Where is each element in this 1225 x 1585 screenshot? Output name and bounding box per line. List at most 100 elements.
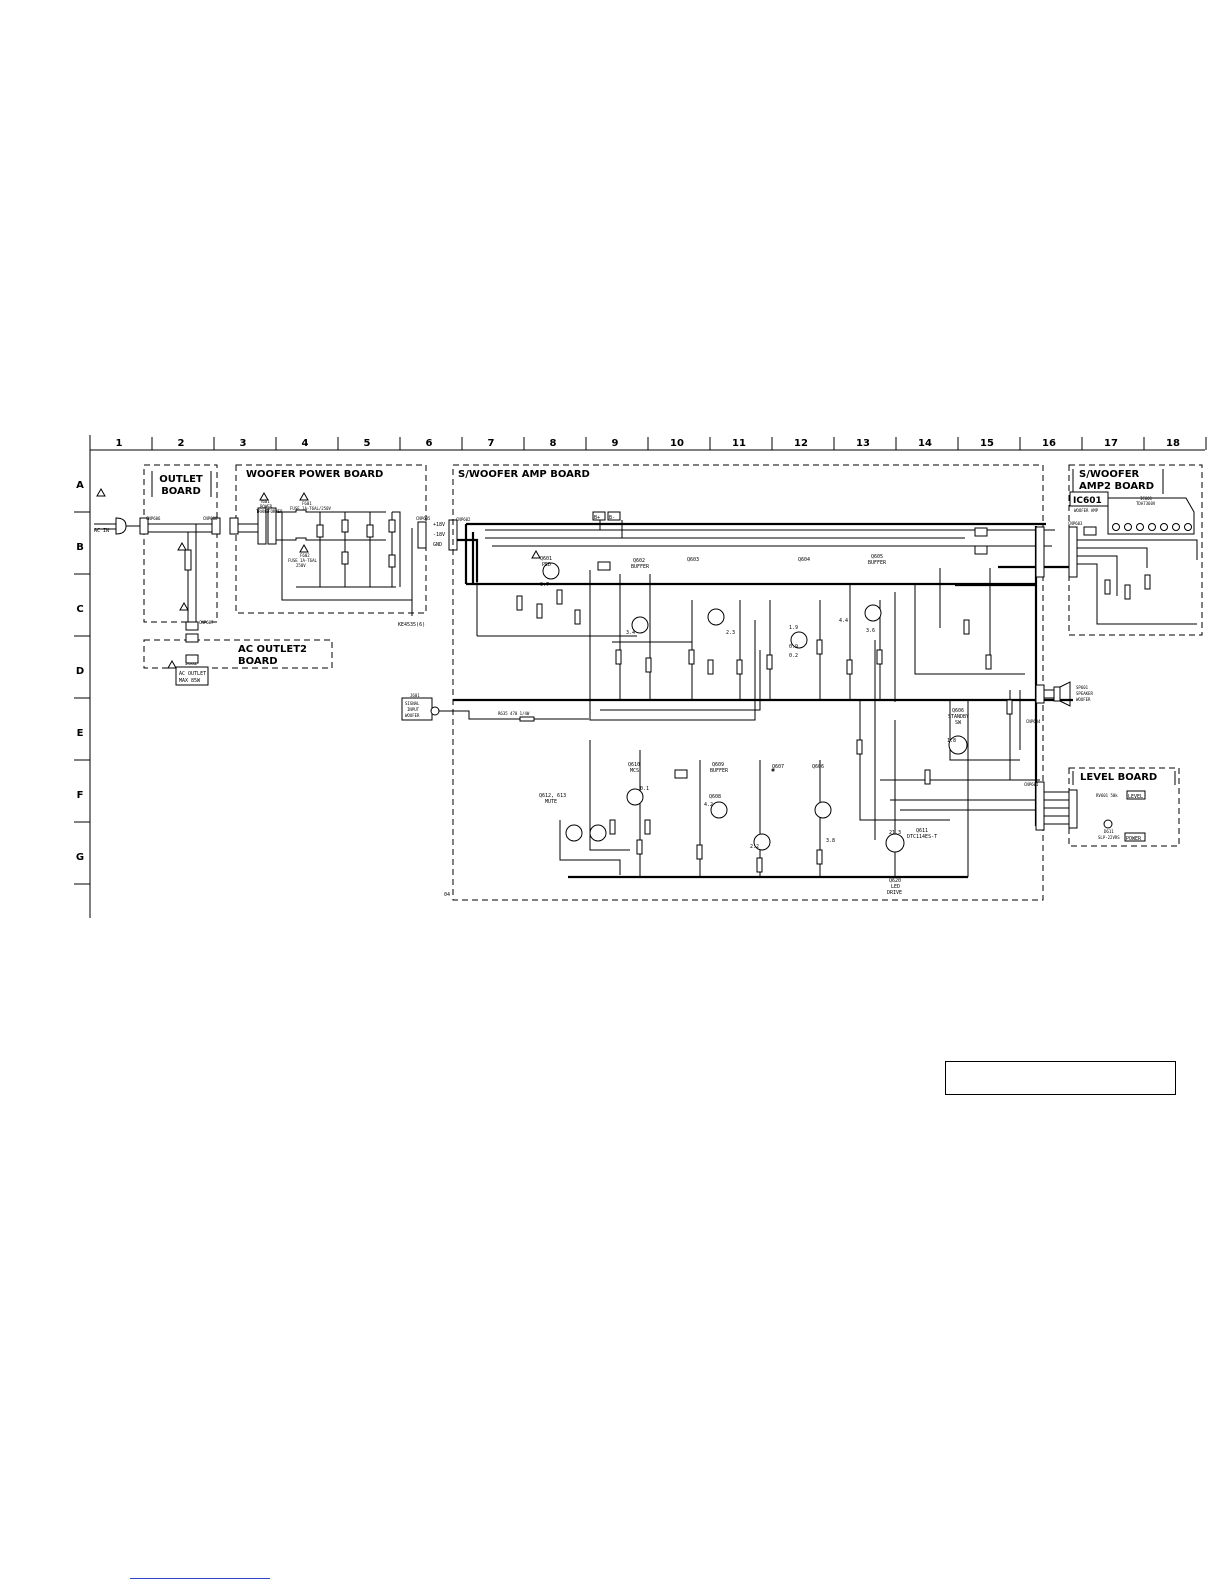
voltage-labels: 9.7 3.4 2.3 1.9 0.9 0.2 4.4 3.6 1.8 0.1 … [540,582,956,850]
transistor-q602: Q602 BUFFER [631,558,650,634]
woofer-power-board-title: WOOFER POWER BOARD [246,469,383,480]
grid-frame [74,435,1207,918]
bus-tag: B+ [594,515,600,521]
q620-label: LED [891,884,900,890]
transistor-q609: Q609 BUFFER [710,762,729,819]
fuse-f601-label: F601 [302,501,312,506]
col-label: 9 [612,438,619,449]
q606-standby-label: SW [955,720,962,726]
cnp608-label: CNP608 [203,516,218,521]
q620-label: DRIVE [887,890,902,896]
q610-label: Q610 [628,762,640,768]
sp601-label: WOOFER [1076,697,1091,702]
amp2-board-title: S/WOOFER [1079,469,1140,480]
q608-label: Q608 [709,794,721,800]
q605-label: BUFFER [868,560,887,566]
ic601-pin [1172,523,1180,531]
voltage-label: 3.8 [826,838,835,844]
ac-outlet-label: AC OUTLET [179,671,206,677]
ac-outlet2-board: AC OUTLET2 BOARD AC OUTLET MAX 85W J602 … [143,620,333,686]
row-label: F [77,790,84,801]
outlet-board: OUTLET BOARD [143,464,218,623]
transistor-q612: Q612, 613 MUTE [539,793,607,842]
warning-icon [299,491,309,501]
col-label: 8 [550,438,557,449]
ac-input: AC IN CNP606 CNP608 [94,516,221,664]
amp2-board: S/WOOFER AMP2 BOARD IC601 WOOFER AMP IC6… [1035,464,1203,636]
q609-label: BUFFER [710,768,729,774]
col-label: 15 [980,438,994,449]
transistor-q620: Q620 LED DRIVE [885,833,905,896]
col-label: 13 [856,438,870,449]
fuse-f602-label: FUSE 1A-T6AL [288,558,317,563]
outlet-board-title: OUTLET [159,474,203,485]
col-label: 1 [116,438,123,449]
level-board: LEVEL BOARD CNP601 RV601 50k LEVEL D611 … [1024,767,1180,847]
q602-label: Q602 [633,558,645,564]
transistor-q605: Q605 BUFFER [864,554,887,622]
q610-label: MCS [630,768,639,774]
q604-label: Q604 [798,557,810,563]
col-label: 5 [364,438,371,449]
transistor-q606-standby: Q606 STANDBY SW [948,708,969,755]
col-label: 17 [1104,438,1118,449]
woofer-power-board: WOOFER POWER BOARD T601 POWER TRANSFORME… [229,464,431,628]
j601-label: J601 [410,693,420,698]
warning-icon [531,549,541,559]
col-label: 6 [426,438,433,449]
q620-label: Q620 [889,878,901,884]
transistor-q608: Q608 [709,794,771,851]
ac-outlet2-board-title: AC OUTLET2 [238,644,307,655]
level-tag: LEVEL [1128,794,1143,800]
d611-label: SLP-22VRS [1098,835,1120,840]
voltage-label: 4.2 [704,802,713,808]
voltage-label: 2.2 [750,844,759,850]
row-label: A [76,480,84,491]
ke-note: KE4535(6) [398,622,425,628]
voltage-label: 0.9 [789,644,798,650]
ic601-pin [1124,523,1132,531]
col-label: 14 [918,438,932,449]
q606-standby-label: Q606 [952,708,964,714]
cnp607-label: CNP607 [199,620,214,625]
transformer-label: POWER [260,504,273,509]
q611-label: DTC114ES-T [907,834,937,840]
q603-label: Q603 [687,557,699,563]
ac-outlet-label: MAX 85W [179,678,201,684]
q607-label: Q607 [772,764,784,770]
ic601-pin [1148,523,1156,531]
voltage-label: 2.3 [726,630,735,636]
col-label: 12 [794,438,808,449]
ic601-name: TDA7360V [1136,501,1156,506]
transistor-q607: Q607 [771,764,784,772]
ic601-name: IC601 [1140,496,1153,501]
col-label: 7 [488,438,495,449]
row-label: E [77,728,84,739]
fuse-f602-label: F602 [300,553,310,558]
bus-tag: B- [609,515,615,521]
fuse-f602-label: 250V [296,563,306,568]
voltage-label: 9.7 [540,582,549,588]
warning-icon [167,659,177,669]
fuse-f601-label: FUSE 1A-T6AL/250V [290,506,332,511]
voltage-label: 1.8 [947,738,956,744]
transistor-q610: Q610 MCS [626,762,644,806]
page-marker: 04 [444,892,450,898]
q601-label: PED [542,562,551,568]
col-label: 3 [240,438,247,449]
ac-in-label: AC IN [94,528,109,534]
voltage-label: 0.1 [640,786,649,792]
amp-board: S/WOOFER AMP BOARD 04 [401,464,1093,901]
woofer-amp-label: WOOFER AMP [1074,508,1099,513]
ic601-label: IC601 [1073,496,1102,506]
q609-label: Q609 [712,762,724,768]
signal-input-j601: J601 SIGNAL INPUT WOOFER R635 470 1/4W [401,693,589,722]
rail-label: GND [433,542,442,548]
d611-label: D611 [1104,829,1114,834]
warning-icon [179,601,189,611]
cnp603-label: CNP603 [1068,521,1083,526]
signal-input-label: WOOFER [405,713,420,718]
grid-row-labels: A B C D E F G [76,480,84,863]
transistor-q606b: Q606 [812,764,832,819]
